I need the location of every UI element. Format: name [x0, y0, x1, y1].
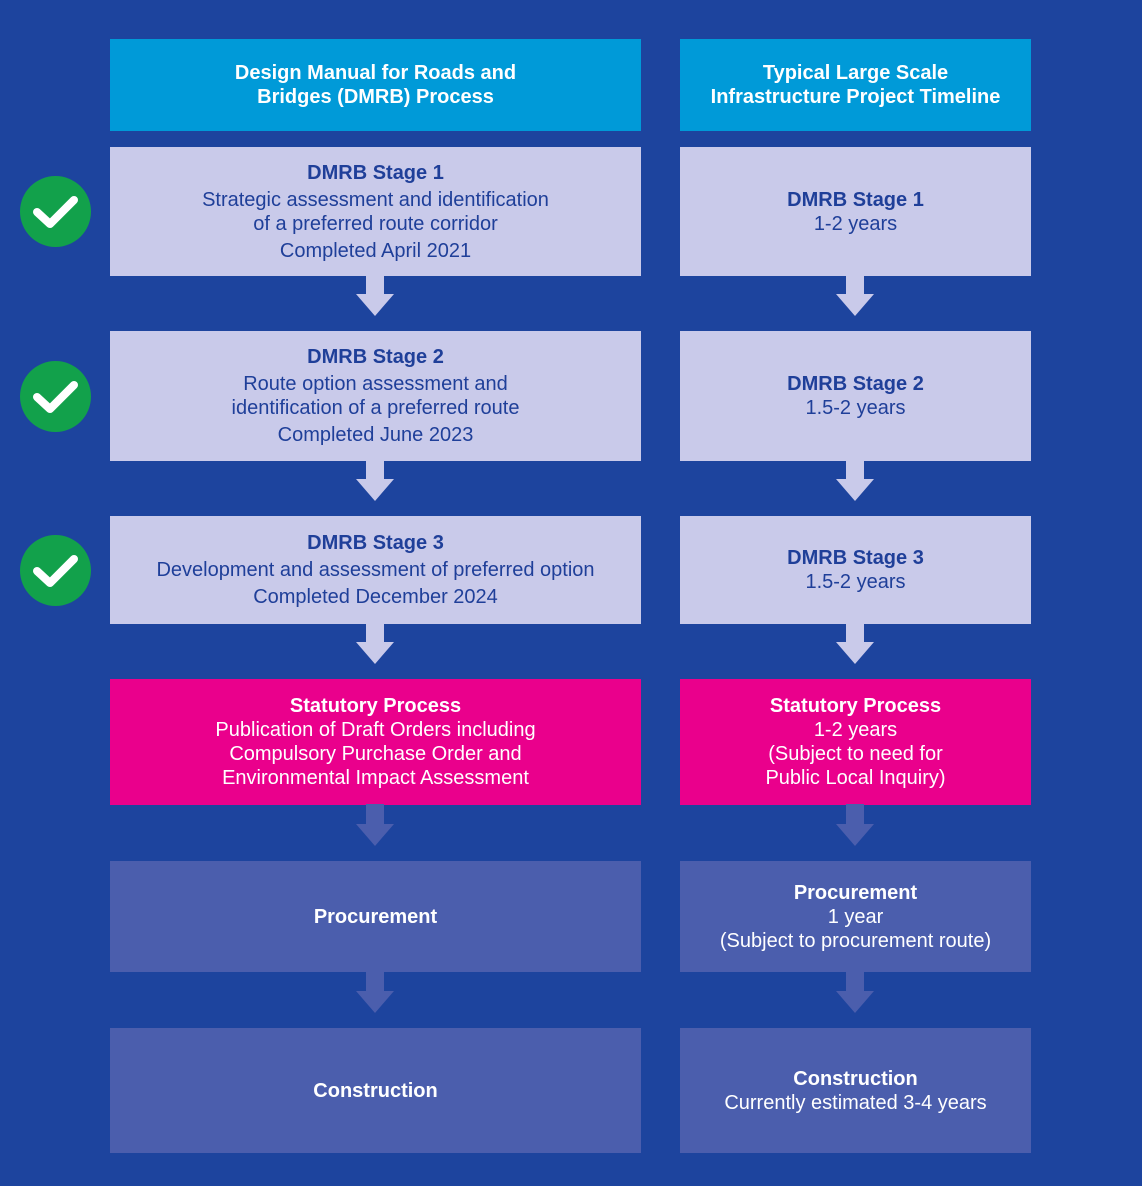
left-stage-3-title: DMRB Stage 3	[307, 532, 444, 554]
left-statutory-box: Statutory Process Publication of Draft O…	[110, 679, 641, 805]
right-statutory-line-1: 1-2 years	[813, 719, 898, 741]
down-arrow-icon	[356, 804, 394, 846]
right-procurement-box: Procurement 1 year (Subject to procureme…	[680, 861, 1031, 972]
right-header-line-2: Infrastructure Project Timeline	[710, 86, 1001, 108]
right-statutory-line-2: (Subject to need for	[768, 743, 943, 765]
left-stage-3-desc-1: Development and assessment of preferred …	[156, 559, 595, 581]
left-procurement-box: Procurement	[110, 861, 641, 972]
left-stage-2-title: DMRB Stage 2	[307, 346, 444, 368]
left-stage-2-box: DMRB Stage 2 Route option assessment and…	[110, 331, 641, 461]
down-arrow-icon	[836, 459, 874, 501]
right-statutory-title: Statutory Process	[769, 695, 942, 717]
right-construction-line-1: Currently estimated 3-4 years	[724, 1091, 987, 1114]
right-construction-box: Construction Currently estimated 3-4 yea…	[680, 1028, 1031, 1153]
check-icon	[20, 535, 91, 606]
down-arrow-icon	[356, 622, 394, 664]
right-header-line-1: Typical Large Scale	[762, 62, 949, 84]
left-construction-box: Construction	[110, 1028, 641, 1153]
right-column-header: Typical Large Scale Infrastructure Proje…	[680, 39, 1031, 131]
left-stage-3-status: Completed December 2024	[253, 586, 498, 608]
left-stage-1-status: Completed April 2021	[279, 239, 472, 262]
right-stage-2-box: DMRB Stage 2 1.5-2 years	[680, 331, 1031, 461]
down-arrow-icon	[836, 971, 874, 1013]
left-procurement-title: Procurement	[313, 905, 438, 928]
left-column-header: Design Manual for Roads and Bridges (DMR…	[110, 39, 641, 131]
left-stage-2-desc-1: Route option assessment and	[243, 373, 508, 395]
right-statutory-line-3: Public Local Inquiry)	[765, 767, 946, 789]
right-procurement-line-2: (Subject to procurement route)	[719, 929, 992, 952]
right-stage-2-duration: 1.5-2 years	[805, 397, 906, 419]
right-stage-3-box: DMRB Stage 3 1.5-2 years	[680, 516, 1031, 624]
left-stage-3-box: DMRB Stage 3 Development and assessment …	[110, 516, 641, 624]
check-icon	[20, 361, 91, 432]
left-stage-1-title: DMRB Stage 1	[307, 161, 444, 184]
right-stage-1-box: DMRB Stage 1 1-2 years	[680, 147, 1031, 276]
down-arrow-icon	[836, 274, 874, 316]
left-statutory-title: Statutory Process	[289, 695, 462, 717]
right-stage-1-title: DMRB Stage 1	[787, 188, 924, 211]
right-construction-title: Construction	[793, 1067, 918, 1090]
left-stage-1-box: DMRB Stage 1 Strategic assessment and id…	[110, 147, 641, 276]
right-stage-3-duration: 1.5-2 years	[805, 571, 906, 593]
left-stage-2-status: Completed June 2023	[277, 424, 474, 446]
right-stage-1-duration: 1-2 years	[813, 212, 898, 235]
right-stage-2-title: DMRB Stage 2	[787, 373, 924, 395]
left-stage-1-desc-1: Strategic assessment and identification	[202, 188, 549, 211]
right-stage-3-title: DMRB Stage 3	[787, 547, 924, 569]
left-header-line-1: Design Manual for Roads and	[234, 62, 517, 84]
check-icon	[20, 176, 91, 247]
down-arrow-icon	[356, 459, 394, 501]
right-procurement-title: Procurement	[793, 881, 918, 904]
left-statutory-line-2: Compulsory Purchase Order and	[229, 743, 522, 765]
left-statutory-line-3: Environmental Impact Assessment	[222, 767, 529, 789]
down-arrow-icon	[356, 971, 394, 1013]
left-stage-1-desc-2: of a preferred route corridor	[253, 212, 498, 235]
left-statutory-line-1: Publication of Draft Orders including	[215, 719, 536, 741]
left-construction-title: Construction	[313, 1079, 438, 1102]
down-arrow-icon	[836, 622, 874, 664]
left-stage-2-desc-2: identification of a preferred route	[231, 397, 520, 419]
right-procurement-line-1: 1 year	[827, 905, 884, 928]
left-header-line-2: Bridges (DMRB) Process	[257, 86, 494, 108]
right-statutory-box: Statutory Process 1-2 years (Subject to …	[680, 679, 1031, 805]
down-arrow-icon	[356, 274, 394, 316]
down-arrow-icon	[836, 804, 874, 846]
